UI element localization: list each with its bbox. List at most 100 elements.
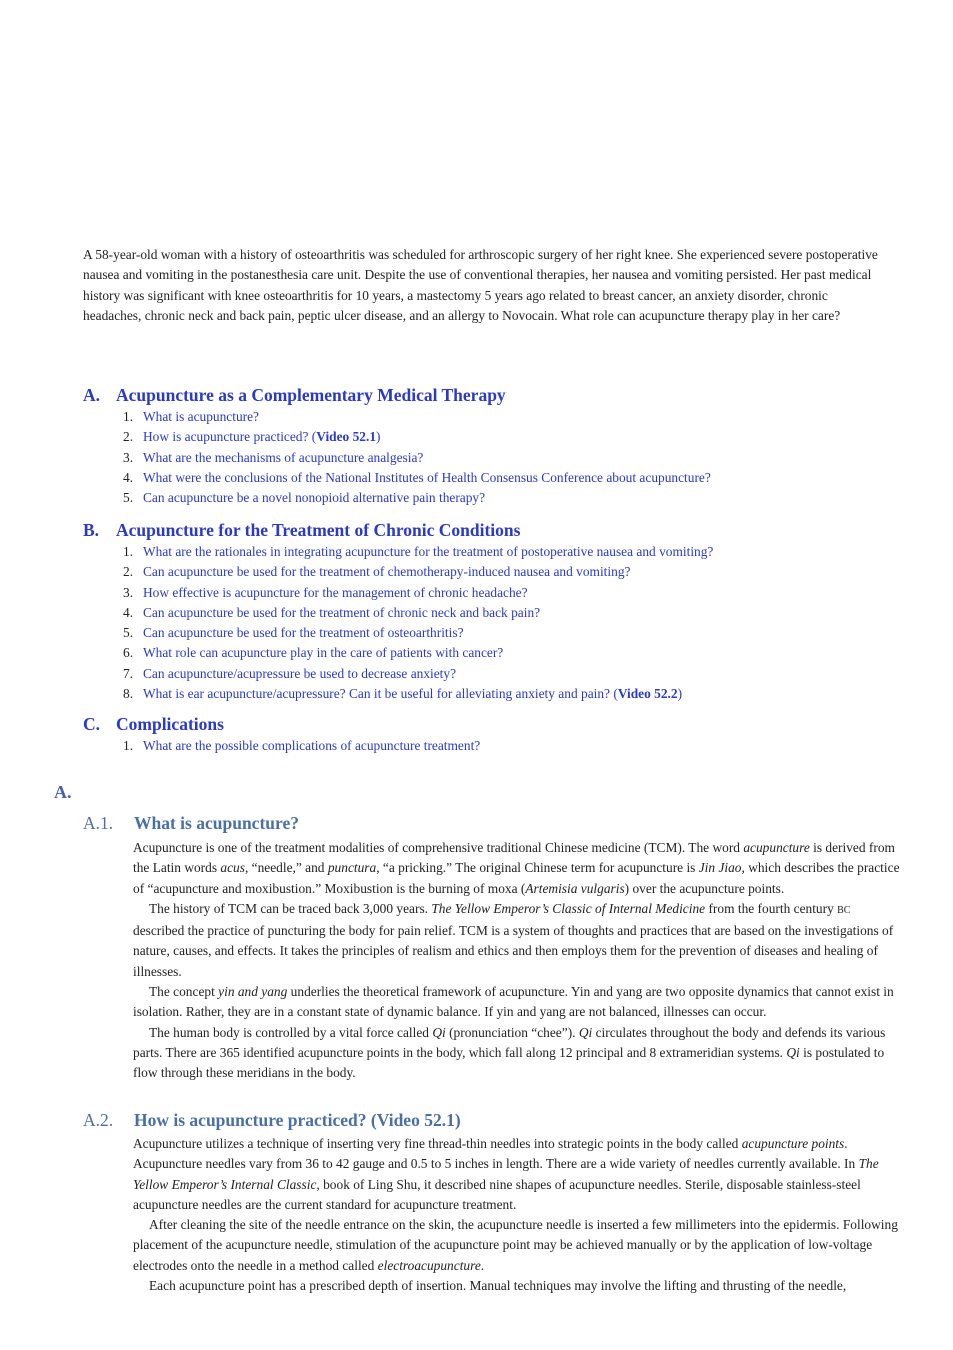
toc-item-number: 1. [123, 544, 134, 559]
text-run: After cleaning the site of the needle en… [133, 1217, 898, 1273]
toc-item-number: 1. [123, 409, 134, 424]
toc-section-letter: C. [83, 714, 101, 734]
text-run-italic: Qi [786, 1044, 800, 1060]
a2-paragraph-3: Each acupuncture point has a prescribed … [149, 1278, 847, 1294]
text-run: . [480, 1257, 485, 1273]
text-run: The history of TCM can be traced back 3,… [149, 900, 432, 916]
a1-code: A.1. [83, 813, 114, 833]
toc-section-title: Complications [116, 714, 224, 734]
text-run: ) over the acupuncture points. [624, 880, 785, 896]
text-run-italic: electroacupuncture [377, 1257, 481, 1273]
a2-title: How is acupuncture practiced? (Video 52.… [134, 1110, 461, 1130]
toc-item[interactable]: 2. Can acupuncture be used for the treatm… [83, 562, 903, 582]
toc-item-number: 5. [123, 490, 134, 506]
toc-section-b-heading[interactable]: B. Acupuncture for the Treatment of Chro… [83, 518, 903, 542]
text-run: , book of Ling Shu, it described nine sh… [133, 1176, 861, 1212]
toc-item[interactable]: 4. Can acupuncture be used for the treatm… [83, 603, 903, 623]
text-run: Acupuncture utilizes a technique of inse… [133, 1136, 742, 1151]
text-run: (pronunciation “chee”). [445, 1024, 579, 1040]
text-run-italic: acupuncture points [741, 1136, 845, 1151]
toc-item-question: Can acupuncture be used for the treatmen… [143, 625, 464, 641]
toc-section-a-heading[interactable]: A. Acupuncture as a Complementary Medica… [83, 383, 903, 407]
toc-item[interactable]: 5.Can acupuncture be used for the treatm… [83, 623, 903, 643]
toc-item[interactable]: 8. What is ear acupuncture/acupressure? C… [83, 684, 903, 704]
text-run: , “needle,” and [244, 860, 328, 876]
text-run: underlies the theoretical framework of a… [133, 984, 894, 1020]
toc-item-number: 7. [123, 665, 134, 681]
a1-paragraph-1: Acupuncture is one of the treatment moda… [133, 838, 901, 899]
toc-item-number: 3. [123, 584, 134, 600]
toc-item[interactable]: 1. What are the possible complications of… [83, 736, 903, 756]
toc-item-question: What is ear acupuncture/acupressure? Can… [143, 686, 618, 702]
toc-item-number: 4. [123, 604, 134, 620]
text-run: . Acupuncture needles vary from 36 to 42… [133, 1136, 859, 1172]
a2-body: Acupuncture utilizes a technique of inse… [133, 1134, 901, 1296]
toc-item[interactable]: 3.What are the mechanisms of acupuncture… [83, 448, 903, 468]
toc-item-question: Can acupuncture/acupressure be used to d… [143, 665, 457, 681]
toc-item[interactable]: 2. How is acupuncture practiced? (Video 5… [83, 427, 903, 447]
toc-item-suffix: ) [677, 686, 683, 702]
text-run: is derived from the Latin words [133, 840, 895, 876]
toc-section-letter: B. [83, 520, 100, 540]
toc-item-number: 3. [123, 449, 134, 465]
toc-item-number: 1. [123, 738, 134, 753]
text-run: from the fourth century [705, 900, 838, 916]
text-run-italic: The Yellow Emperor’s Classic of Internal… [431, 900, 706, 916]
text-run-italic: yin and yang [218, 984, 288, 1000]
text-run-italic: acupuncture [743, 840, 810, 855]
toc-item-question: How is acupuncture practiced? ( [143, 429, 317, 445]
text-run-small-caps: BC [837, 904, 851, 916]
toc-item-question: Can acupuncture be used for the treatmen… [143, 604, 541, 620]
video-link[interactable]: Video 52.1 [316, 429, 377, 445]
text-run: The human body is controlled by a vital … [149, 1024, 433, 1040]
toc-section-b: B. Acupuncture for the Treatment of Chro… [83, 518, 903, 704]
toc-item-number: 2. [123, 429, 134, 445]
toc-item[interactable]: 3. How effective is acupuncture for the m… [83, 583, 903, 603]
toc-section-a: A. Acupuncture as a Complementary Medica… [83, 383, 903, 508]
toc-item-number: 8. [123, 686, 134, 702]
a1-paragraph-2: The history of TCM can be traced back 3,… [133, 899, 901, 982]
toc-item[interactable]: 4.What were the conclusions of the Natio… [83, 468, 903, 488]
text-run-italic: The Yellow Emperor’s Internal Classic [133, 1156, 879, 1192]
text-run: Acupuncture is one of the treatment moda… [133, 840, 744, 855]
toc-item-question: Can acupuncture be used for the treatmen… [143, 564, 631, 580]
text-run: , “a pricking.” The original Chinese ter… [376, 860, 699, 876]
toc-item[interactable]: 1.What is acupuncture? [83, 407, 903, 427]
toc-item[interactable]: 1. What are the rationales in integrating… [83, 542, 903, 562]
text-run: is postulated to flow through these meri… [133, 1044, 885, 1081]
toc-item-question: How effective is acupuncture for the man… [143, 584, 528, 600]
toc-item-question: What role can acupuncture play in the ca… [143, 645, 504, 661]
a1-heading: A.1. What is acupuncture? [83, 813, 299, 834]
text-run-italic: Artemisia vulgaris [525, 880, 625, 896]
toc-item-question: Can acupuncture be a novel nonopioid alt… [143, 490, 486, 506]
a1-paragraph-4: The human body is controlled by a vital … [133, 1023, 901, 1084]
text-run-italic: acus [220, 860, 245, 876]
a2-code: A.2. [83, 1110, 114, 1130]
video-link[interactable]: Video 52.2 [617, 686, 678, 702]
toc-item-suffix: ) [376, 429, 381, 445]
toc-section-c: C. Complications 1. What are the possible… [83, 712, 903, 756]
a2-heading: A.2. How is acupuncture practiced? (Vide… [83, 1110, 461, 1131]
toc-item[interactable]: 5. Can acupuncture be a novel nonopioid a… [83, 488, 903, 508]
toc-section-title: Acupuncture for the Treatment of Chronic… [116, 520, 521, 540]
text-run-italic: Qi [578, 1024, 593, 1040]
toc-item-number: 4. [123, 469, 134, 485]
toc-item[interactable]: 7. Can acupuncture/acupressure be used to… [83, 664, 903, 684]
toc-item-question: What are the rationales in integrating a… [143, 544, 714, 559]
text-run: circulates throughout the body and defen… [133, 1024, 886, 1060]
a2-paragraph-2: After cleaning the site of the needle en… [133, 1215, 901, 1276]
toc-item[interactable]: 6. What role can acupuncture play in the … [83, 643, 903, 663]
text-run-italic: Qi [432, 1024, 446, 1040]
section-a-marker: A. [54, 782, 72, 802]
text-run: described the practice of puncturing the… [133, 923, 894, 979]
a2-paragraph-1: Acupuncture utilizes a technique of inse… [133, 1134, 901, 1215]
toc-item-number: 2. [123, 564, 134, 580]
toc-section-letter: A. [83, 385, 101, 405]
toc-item-number: 6. [123, 645, 134, 661]
toc-item-question: What are the possible complications of a… [143, 738, 481, 753]
text-run: , which describes the practice of “acupu… [133, 860, 900, 896]
toc-section-c-heading[interactable]: C. Complications [83, 712, 903, 736]
toc-section-title: Acupuncture as a Complementary Medical T… [116, 385, 506, 405]
text-run-italic: Jin Jiao [698, 860, 742, 876]
a1-paragraph-3: The concept yin and yang underlies the t… [133, 982, 901, 1023]
